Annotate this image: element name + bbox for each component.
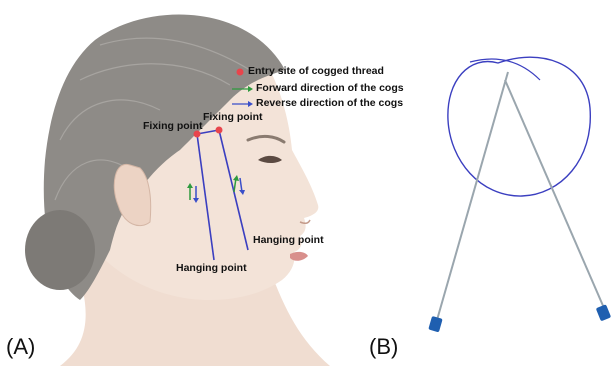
lips	[290, 252, 308, 261]
fixing-point-right-label: Fixing point	[203, 111, 263, 123]
hanging-point-right-label: Hanging point	[253, 234, 324, 246]
thread-loop	[448, 57, 590, 196]
thread-device	[428, 57, 611, 332]
legend-reverse: Reverse direction of the cogs	[256, 97, 403, 109]
panel-b-label: (B)	[369, 334, 398, 360]
legend-forward: Forward direction of the cogs	[256, 82, 404, 94]
needle-right	[505, 80, 604, 308]
legend-entry-dot	[237, 69, 244, 76]
hair-bun	[25, 210, 95, 290]
fixing-point-left-label: Fixing point	[143, 120, 203, 132]
needle-cap-right	[596, 304, 611, 321]
hanging-point-left-label: Hanging point	[176, 262, 247, 274]
legend-entry-site: Entry site of cogged thread	[248, 65, 384, 77]
needle-cap-left	[428, 316, 442, 332]
entry-dot-right	[216, 127, 223, 134]
panel-a-label: (A)	[6, 334, 35, 360]
